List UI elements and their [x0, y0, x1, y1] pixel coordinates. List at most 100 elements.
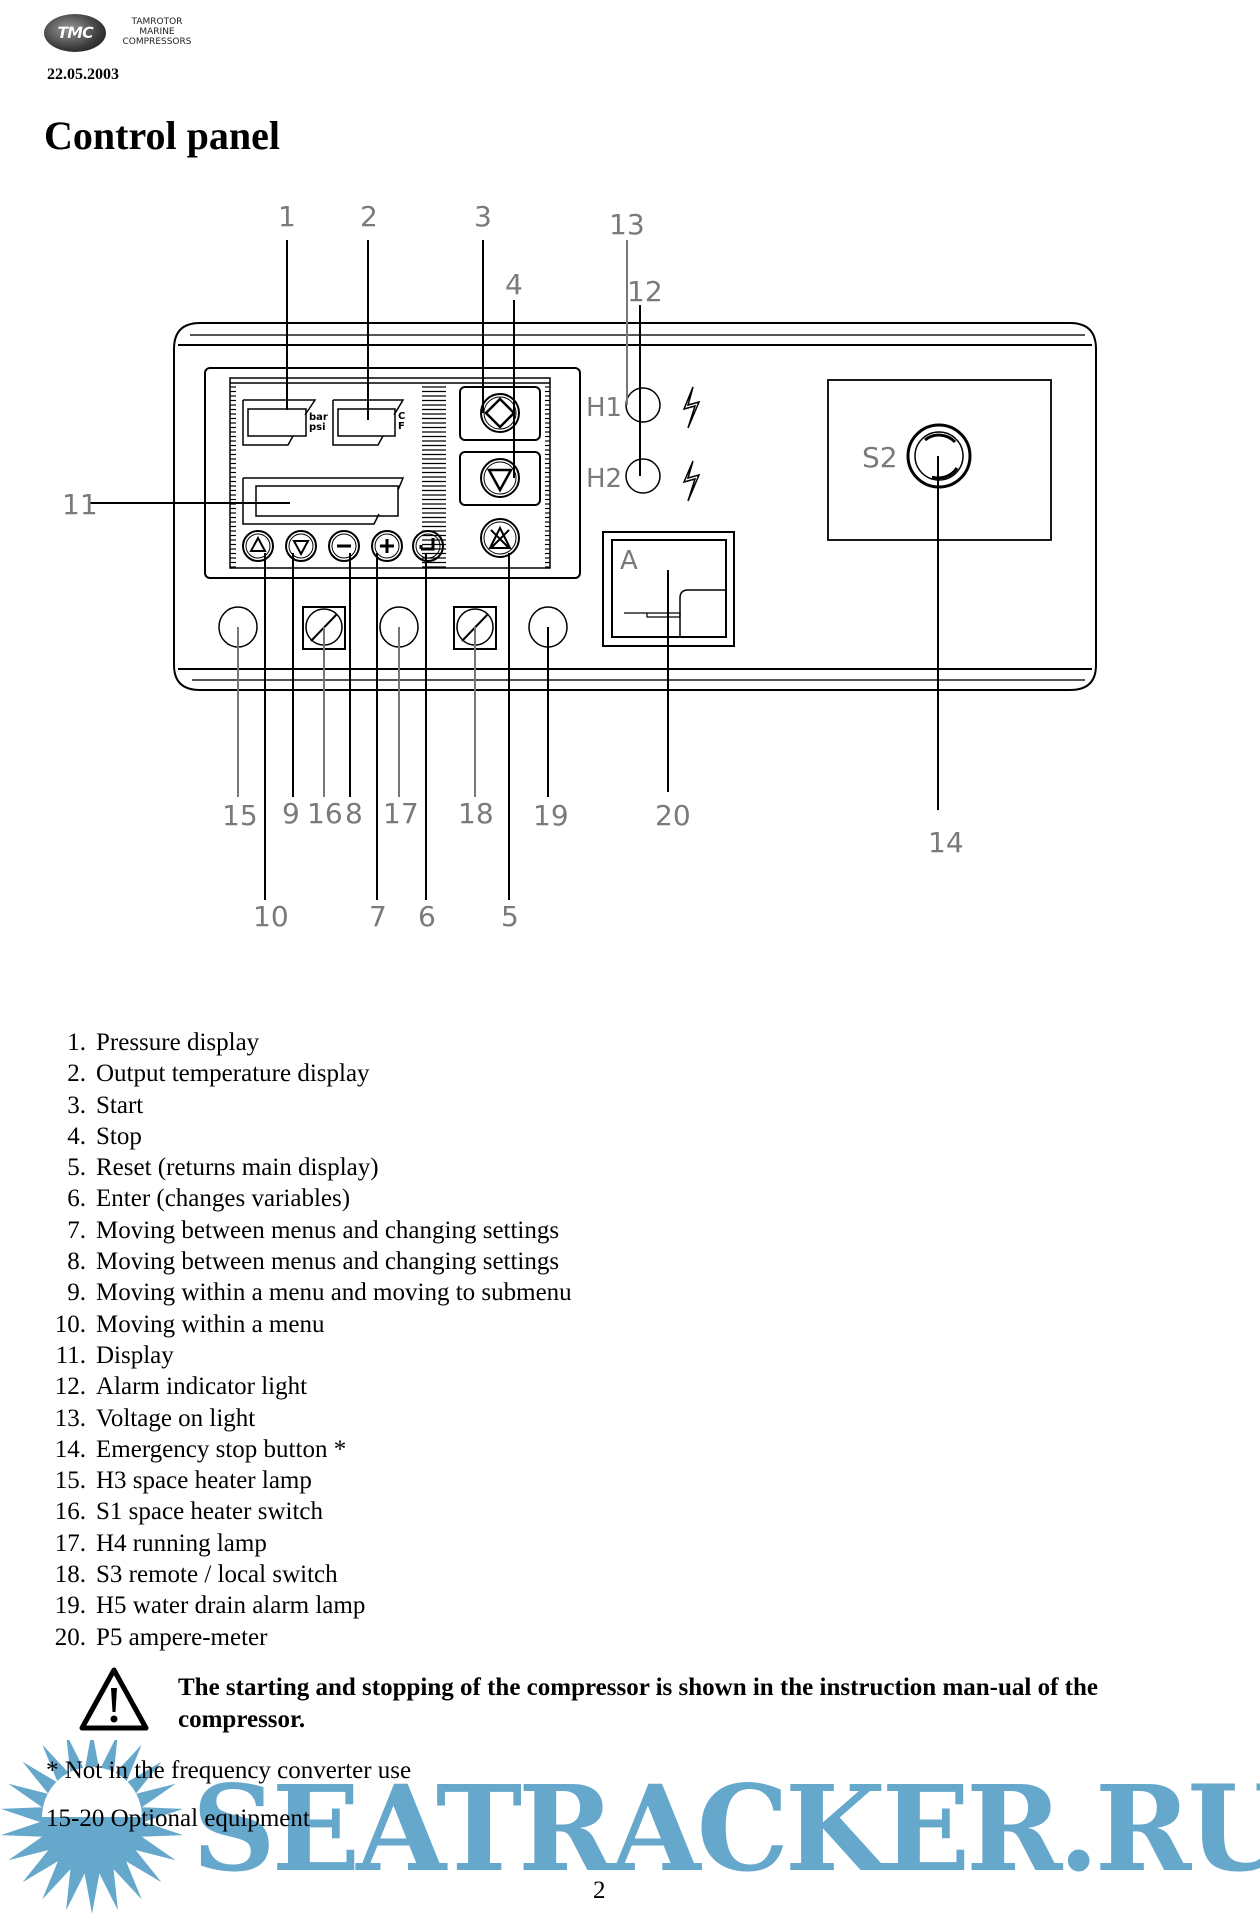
callout-4: 4 — [505, 268, 523, 301]
legend-item-number: 14. — [54, 1435, 86, 1463]
logo-mark-text: TMC — [57, 23, 94, 42]
callout-18: 18 — [458, 797, 494, 830]
company-name-line: COMPRESSORS — [122, 37, 192, 47]
watermark-text: SEATRACKER.RU — [192, 1759, 1260, 1899]
legend-item-number: 1. — [67, 1029, 86, 1056]
callout-15: 15 — [222, 799, 258, 832]
legend-item-text: Moving within a menu — [96, 1310, 325, 1338]
legend-item-number: 12. — [54, 1373, 86, 1401]
callout-2: 2 — [360, 200, 378, 233]
temp-unit-c: C — [398, 411, 405, 422]
triangle-up-icon[interactable] — [242, 530, 274, 562]
legend-item-text: H3 space heater lamp — [96, 1467, 312, 1495]
legend-item: 18. S3 remote / local switch — [52, 1559, 572, 1590]
control-panel-diagram: H1 H2 S2 A bar psi C F — [62, 200, 1097, 933]
legend-item-number: 11. — [55, 1341, 86, 1369]
starburst-shape — [0, 1740, 184, 1914]
legend-item-text: Start — [96, 1091, 144, 1119]
legend-item-number: 18. — [54, 1561, 86, 1589]
legend-item-text: S1 space heater switch — [96, 1498, 324, 1526]
ammeter-label: A — [620, 546, 638, 576]
legend-item: 11.Display — [52, 1340, 572, 1371]
triangle-down-icon[interactable] — [285, 530, 317, 562]
legend-item-number: 17. — [54, 1529, 86, 1557]
legend-item-text: Moving within a menu and moving to subme… — [96, 1279, 572, 1307]
legend-item-number: 9. — [67, 1279, 86, 1307]
legend-item-text: S3 remote / local switch — [96, 1561, 338, 1589]
legend-item: 12. Alarm indicator light — [52, 1371, 572, 1402]
callout-17: 17 — [383, 797, 419, 830]
legend-item-text: Stop — [96, 1122, 142, 1150]
legend-item: 17. H4 running lamp — [52, 1528, 572, 1559]
legend-item: 6. Enter (changes variables) — [52, 1183, 572, 1214]
legend-item-number: 2. — [67, 1060, 86, 1088]
watermark-starburst — [0, 1740, 184, 1914]
legend-item-text: Voltage on light — [96, 1404, 256, 1432]
enter-icon[interactable] — [412, 530, 444, 562]
legend-item-number: 20. — [54, 1623, 86, 1651]
temperature-display-window — [337, 408, 396, 437]
callout-20: 20 — [655, 799, 691, 832]
legend-item: 5.Reset (returns main display) — [52, 1152, 572, 1183]
legend-item-number: 5. — [67, 1154, 86, 1182]
h1-label: H1 — [586, 393, 622, 423]
legend-item-number: 4. — [67, 1122, 86, 1150]
start-button-frame — [459, 386, 541, 441]
callout-5: 5 — [501, 900, 519, 933]
minus-icon[interactable] — [328, 530, 360, 562]
legend-item-text: Output temperature display — [96, 1060, 370, 1088]
legend-item-number: 16. — [54, 1498, 86, 1526]
legend-item: 3. Start — [52, 1090, 572, 1121]
plus-icon[interactable] — [371, 530, 403, 562]
s2-label: S2 — [862, 441, 898, 474]
company-name-line: TAMROTOR — [131, 17, 183, 27]
legend-item-number: 19. — [54, 1592, 86, 1620]
callout-6: 6 — [418, 900, 436, 933]
reset-alarm-icon[interactable] — [480, 518, 520, 558]
leader-lines — [88, 240, 939, 900]
callout-14: 14 — [928, 826, 964, 859]
callout-10: 10 — [253, 900, 289, 933]
main-display-window — [255, 485, 399, 517]
legend-item-text: Emergency stop button * — [96, 1435, 347, 1463]
legend-item-text: Moving between menus and changing settin… — [96, 1216, 560, 1244]
legend-item-text: Enter (changes variables) — [96, 1185, 351, 1213]
legend-item: 16. S1 space heater switch — [52, 1496, 572, 1527]
legend-item: 2. Output temperature display — [52, 1058, 572, 1089]
legend-item-text: Alarm indicator light — [96, 1373, 308, 1401]
pressure-unit-psi: psi — [309, 422, 326, 433]
callout-7: 7 — [369, 900, 387, 933]
alarm-lamp-h2 — [625, 458, 661, 494]
pressure-display — [242, 399, 317, 446]
legend-item: 4. Stop — [52, 1121, 572, 1152]
legend-item: 9. Moving within a menu and moving to sub… — [52, 1277, 572, 1308]
callout-9: 9 — [282, 797, 300, 830]
pressure-unit-bar: bar — [309, 412, 328, 423]
pressure-display-window — [247, 408, 307, 437]
legend-item-number: 15. — [54, 1467, 86, 1495]
legend-item-text: P5 ampere-meter — [96, 1623, 268, 1651]
legend-item: 1. Pressure display — [52, 1027, 572, 1058]
page-number: 2 — [593, 1877, 606, 1904]
callout-16: 16 — [307, 797, 343, 830]
callout-11: 11 — [62, 488, 98, 521]
legend-item: 10. Moving within a menu — [52, 1309, 572, 1340]
main-display — [242, 477, 405, 525]
legend-item-number: 10. — [54, 1310, 86, 1338]
legend-item-text: Pressure display — [96, 1029, 260, 1056]
legend-item-text: Moving between menus and changing settin… — [96, 1248, 560, 1276]
legend-item-text: H4 running lamp — [96, 1529, 267, 1557]
stop-triangle-icon[interactable] — [480, 458, 520, 498]
warning-text: The starting and stopping of the compres… — [178, 1674, 1099, 1733]
legend-item: 8. Moving between menus and changing sett… — [52, 1246, 572, 1277]
component-legend: 1. Pressure display 2. Output temperature d… — [52, 1027, 572, 1653]
legend-item: 13. Voltage on light — [52, 1403, 572, 1434]
legend-item-number: 6. — [67, 1185, 86, 1213]
document-date: 22.05.2003 — [47, 66, 119, 83]
callout-3: 3 — [474, 200, 492, 233]
legend-item-number: 3. — [67, 1091, 86, 1119]
emergency-stop-panel — [827, 379, 1052, 541]
legend-item-number: 8. — [67, 1248, 86, 1276]
callout-12: 12 — [627, 275, 663, 308]
legend-item-number: 13. — [54, 1404, 86, 1432]
